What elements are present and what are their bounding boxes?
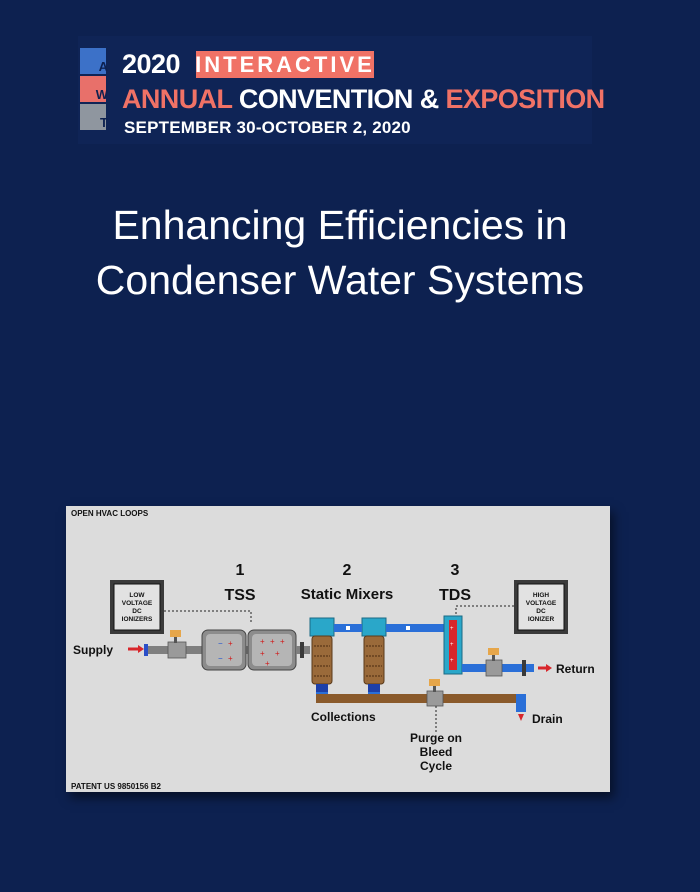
- svg-text:DC: DC: [536, 608, 546, 615]
- svg-text:+: +: [275, 649, 280, 658]
- title-line-1: Enhancing Efficiencies in: [112, 202, 568, 248]
- return-label: Return: [556, 662, 595, 676]
- svg-text:IONIZER: IONIZER: [528, 616, 555, 623]
- svg-text:+: +: [270, 637, 275, 646]
- purge-label-line-1: Purge on: [410, 731, 462, 745]
- interactive-badge: INTERACTIVE: [195, 51, 375, 78]
- hvac-loop-diagram: OPEN HVAC LOOPS PATENT US 9850156 B2 1 T…: [66, 506, 610, 792]
- static-mixer-1: [309, 617, 335, 692]
- svg-text:+: +: [260, 649, 265, 658]
- stage-3-number: 3: [451, 562, 460, 579]
- svg-text:+: +: [260, 637, 265, 646]
- svg-text:IONIZERS: IONIZERS: [122, 616, 153, 623]
- supply-valve-icon: [167, 630, 187, 659]
- tds-unit: + + +: [443, 615, 463, 675]
- svg-text:−: −: [218, 654, 223, 663]
- stage-2-number: 2: [343, 562, 352, 579]
- awwa-logo: A W T: [80, 48, 108, 132]
- collection-pipe: [316, 694, 516, 703]
- supply-label: Supply: [73, 643, 113, 657]
- return-valve-icon: [485, 648, 503, 677]
- supply-arrow-icon: [138, 645, 144, 653]
- collections-label: Collections: [311, 710, 376, 724]
- low-voltage-wire: [164, 610, 252, 624]
- svg-text:−: −: [218, 639, 223, 648]
- svg-text:VOLTAGE: VOLTAGE: [526, 600, 557, 607]
- drain-label: Drain: [532, 712, 563, 726]
- page-title: Enhancing Efficiencies in Condenser Wate…: [0, 198, 680, 308]
- drain-arrow-icon: [518, 714, 524, 721]
- svg-text:+: +: [450, 642, 454, 648]
- tss-unit-2: + + + + + +: [247, 629, 297, 671]
- mixer-to-tds-pipe: [386, 624, 444, 632]
- low-voltage-ionizer-box: LOW VOLTAGE DC IONIZERS: [110, 580, 164, 634]
- diagram-svg: OPEN HVAC LOOPS PATENT US 9850156 B2 1 T…: [71, 509, 595, 791]
- title-line-2: Condenser Water Systems: [95, 257, 585, 303]
- svg-text:+: +: [450, 658, 454, 664]
- svg-text:VOLTAGE: VOLTAGE: [122, 600, 153, 607]
- high-voltage-ionizer-box: HIGH VOLTAGE DC IONIZER: [514, 580, 568, 634]
- diagram-header: OPEN HVAC LOOPS: [71, 509, 149, 518]
- return-arrow-icon: [546, 664, 552, 672]
- stage-3-label: TDS: [439, 587, 471, 604]
- purge-label-line-3: Cycle: [420, 759, 452, 773]
- diagram-footer: PATENT US 9850156 B2: [71, 782, 162, 791]
- banner-year: 2020: [122, 49, 181, 79]
- banner-dates: SEPTEMBER 30-OCTOBER 2, 2020: [124, 118, 411, 137]
- svg-text:+: +: [280, 637, 285, 646]
- stage-2-label: Static Mixers: [301, 586, 394, 603]
- svg-text:DC: DC: [132, 608, 142, 615]
- drain-elbow: [516, 694, 526, 712]
- stage-1-number: 1: [236, 562, 245, 579]
- svg-text:+: +: [450, 626, 454, 632]
- static-mixer-2: [361, 617, 387, 692]
- stage-1-label: TSS: [224, 587, 255, 604]
- svg-text:+: +: [228, 654, 233, 663]
- svg-text:LOW: LOW: [129, 592, 145, 599]
- svg-text:+: +: [265, 659, 270, 668]
- high-voltage-wire: [455, 605, 514, 624]
- convention-banner: A W T 2020 INTERACTIVE ANNUAL CONVENTION…: [78, 36, 605, 144]
- banner-heading: ANNUAL CONVENTION & EXPOSITION: [122, 84, 605, 114]
- purge-label-line-2: Bleed: [420, 745, 453, 759]
- drain-valve-icon: [426, 679, 444, 707]
- svg-text:HIGH: HIGH: [533, 592, 550, 599]
- svg-text:+: +: [228, 639, 233, 648]
- tss-unit-1: − − + +: [201, 629, 247, 671]
